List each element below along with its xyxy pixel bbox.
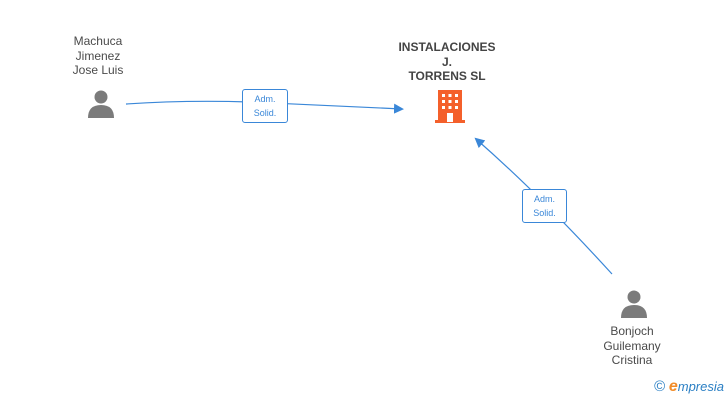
person-2-name-line: Cristina [611, 353, 653, 367]
empresia-watermark: © empresia [654, 378, 724, 396]
person-2-name-line: Guilemany [603, 338, 661, 353]
person-1-name-line: Machuca [73, 34, 123, 48]
person-icon[interactable] [86, 89, 116, 119]
brand-name: mpresia [677, 379, 724, 394]
person-1-name-line: Jimenez [75, 48, 121, 63]
person-1-name-line: Jose Luis [72, 63, 124, 77]
edge-2-role-line: Adm. [533, 194, 555, 204]
building-icon[interactable] [434, 88, 466, 124]
company-name-line: J. [441, 54, 452, 69]
company-name-line: TORRENS SL [408, 69, 486, 83]
edge-1-role-line: Solid. [253, 108, 277, 118]
edge-2-role-line: Solid. [533, 208, 556, 218]
edge-2-role-badge[interactable]: Adm. Solid. [522, 189, 567, 223]
edge-1-role-line: Adm. [254, 94, 276, 104]
company-label[interactable]: INSTALACIONES J. TORRENS SL [382, 40, 512, 84]
person-2-name-line: Bonjoch [610, 324, 654, 338]
person-icon[interactable] [619, 289, 649, 319]
copyright-icon: © [654, 378, 666, 395]
person-2-label[interactable]: Bonjoch Guilemany Cristina [582, 324, 682, 368]
person-1-label[interactable]: Machuca Jimenez Jose Luis [48, 34, 148, 78]
edge-1-role-badge[interactable]: Adm. Solid. [242, 89, 288, 123]
company-name-line: INSTALACIONES [398, 40, 496, 54]
brand-initial: e [668, 378, 678, 395]
